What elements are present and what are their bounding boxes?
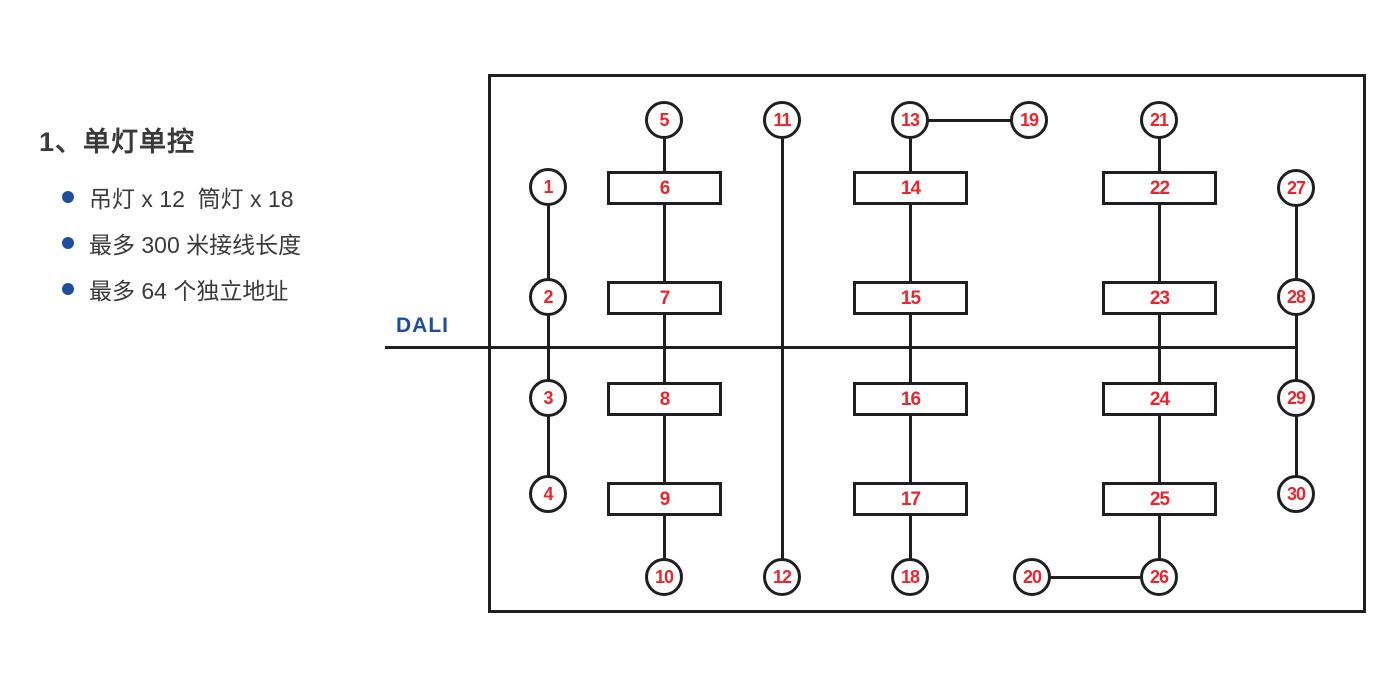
node-number: 21 [1149, 110, 1169, 130]
section-heading: 1、单灯单控 [39, 127, 196, 157]
connector-line [910, 119, 1029, 122]
downlight-circle-27: 27 [1277, 169, 1315, 207]
diagram-frame [488, 74, 1366, 613]
downlight-circle-10: 10 [645, 558, 683, 596]
node-number: 20 [1022, 567, 1042, 587]
pendant-rect-14: 14 [853, 171, 968, 205]
downlight-circle-13: 13 [891, 101, 929, 139]
pendant-rect-24: 24 [1102, 382, 1217, 416]
pendant-rect-17: 17 [853, 482, 968, 516]
connector-line [1295, 188, 1298, 494]
downlight-circle-20: 20 [1013, 558, 1051, 596]
node-number: 3 [543, 388, 553, 408]
node-number: 30 [1286, 484, 1306, 504]
node-number: 19 [1019, 110, 1039, 130]
bullet-item: 最多 300 米接线长度 [62, 228, 301, 258]
pendant-rect-8: 8 [607, 382, 722, 416]
node-number: 12 [772, 567, 792, 587]
node-number: 24 [1149, 388, 1170, 410]
bullet-item: 最多 64 个独立地址 [62, 274, 301, 304]
node-number: 25 [1149, 488, 1170, 510]
downlight-circle-1: 1 [529, 168, 567, 206]
downlight-circle-30: 30 [1277, 475, 1315, 513]
node-number: 1 [543, 177, 553, 197]
node-number: 29 [1286, 388, 1306, 408]
connector-line [547, 187, 550, 494]
downlight-circle-28: 28 [1277, 278, 1315, 316]
node-number: 6 [659, 177, 671, 199]
pendant-rect-23: 23 [1102, 281, 1217, 315]
bullet-label: 吊灯 x 12 筒灯 x 18 [89, 186, 294, 212]
node-number: 7 [659, 287, 671, 309]
node-number: 17 [900, 488, 921, 510]
node-number: 13 [900, 110, 920, 130]
bullet-dot-icon [62, 191, 74, 203]
node-number: 10 [654, 567, 674, 587]
pendant-rect-9: 9 [607, 482, 722, 516]
downlight-circle-19: 19 [1010, 101, 1048, 139]
dali-bus-label: DALI [396, 314, 449, 337]
node-number: 16 [900, 388, 921, 410]
pendant-rect-25: 25 [1102, 482, 1217, 516]
downlight-circle-4: 4 [529, 475, 567, 513]
downlight-circle-26: 26 [1140, 558, 1178, 596]
downlight-circle-2: 2 [529, 278, 567, 316]
pendant-rect-15: 15 [853, 281, 968, 315]
pendant-rect-6: 6 [607, 171, 722, 205]
dali-bus-line [385, 346, 1296, 349]
node-number: 14 [900, 177, 921, 199]
downlight-circle-5: 5 [645, 101, 683, 139]
bullet-dot-icon [62, 283, 74, 295]
node-number: 26 [1149, 567, 1169, 587]
node-number: 9 [659, 488, 671, 510]
downlight-circle-11: 11 [763, 101, 801, 139]
node-number: 23 [1149, 287, 1170, 309]
pendant-rect-22: 22 [1102, 171, 1217, 205]
bullet-dot-icon [62, 237, 74, 249]
downlight-circle-29: 29 [1277, 379, 1315, 417]
pendant-rect-7: 7 [607, 281, 722, 315]
bullet-label: 最多 64 个独立地址 [89, 278, 289, 304]
node-number: 18 [900, 567, 920, 587]
node-number: 27 [1286, 178, 1306, 198]
node-number: 8 [659, 388, 671, 410]
node-number: 11 [773, 110, 791, 130]
bullet-list: 吊灯 x 12 筒灯 x 18 最多 300 米接线长度最多 64 个独立地址 [62, 182, 301, 320]
connector-line [1032, 576, 1159, 579]
pendant-rect-16: 16 [853, 382, 968, 416]
downlight-circle-3: 3 [529, 379, 567, 417]
node-number: 5 [659, 110, 669, 130]
downlight-circle-18: 18 [891, 558, 929, 596]
bullet-item: 吊灯 x 12 筒灯 x 18 [62, 182, 301, 212]
node-number: 28 [1286, 287, 1306, 307]
bullet-label: 最多 300 米接线长度 [89, 232, 302, 258]
downlight-circle-21: 21 [1140, 101, 1178, 139]
node-number: 4 [543, 484, 553, 504]
node-number: 22 [1149, 177, 1170, 199]
node-number: 2 [543, 287, 553, 307]
downlight-circle-12: 12 [763, 558, 801, 596]
node-number: 15 [900, 287, 921, 309]
